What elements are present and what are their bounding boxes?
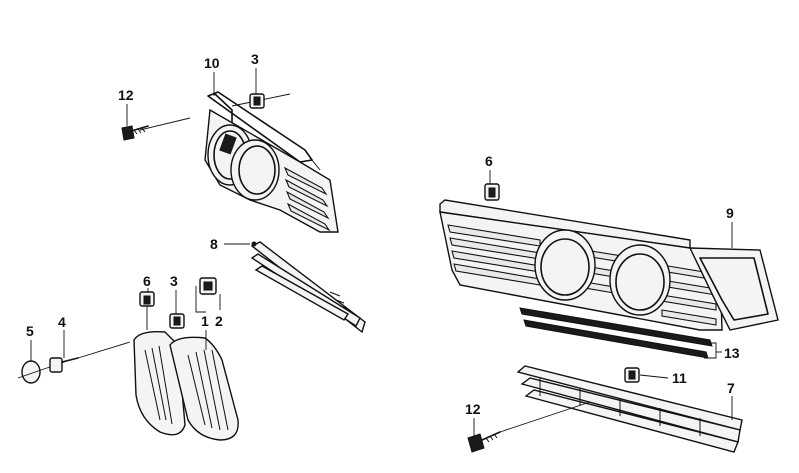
label-1: 1 — [201, 313, 209, 329]
label-4: 4 — [58, 314, 66, 330]
label-12-top: 12 — [118, 87, 134, 103]
front-grille-panel — [439, 199, 779, 331]
headlight-surround-left — [204, 91, 339, 233]
trim-strip-8 — [250, 241, 366, 334]
clip-4 — [49, 341, 131, 373]
clip-6-left — [139, 291, 155, 330]
clip-nut-3-top — [231, 93, 291, 109]
label-3-top: 3 — [251, 51, 259, 67]
label-8: 8 — [210, 236, 218, 252]
label-7: 7 — [727, 380, 735, 396]
label-9: 9 — [726, 205, 734, 221]
clip-nut-3-left — [169, 313, 185, 329]
seal-strips-13 — [519, 307, 717, 359]
screw-12-bottom — [467, 401, 591, 453]
label-6-right: 6 — [485, 153, 493, 169]
label-12-bottom: 12 — [465, 401, 481, 417]
label-13: 13 — [724, 345, 740, 361]
clip-11 — [624, 367, 669, 383]
label-10: 10 — [204, 55, 220, 71]
kidney-grille-1 — [133, 330, 239, 441]
label-11: 11 — [672, 370, 687, 386]
label-2: 2 — [215, 313, 223, 329]
clip-6-right — [484, 183, 500, 201]
label-3-left: 3 — [170, 273, 178, 289]
label-6-left: 6 — [143, 273, 151, 289]
label-5: 5 — [26, 323, 34, 339]
screw-12-top — [121, 117, 191, 141]
bracket-2 — [195, 277, 217, 313]
